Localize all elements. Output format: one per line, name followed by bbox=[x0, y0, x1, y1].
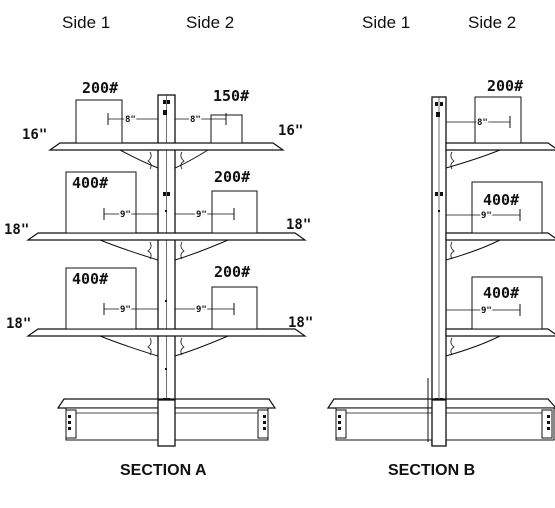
section-a-left-load-2: 400# bbox=[72, 174, 108, 192]
section-b-load-box-2 bbox=[471, 181, 543, 234]
section-b-load-box-1 bbox=[474, 96, 522, 144]
section-a-shelf-3 bbox=[26, 328, 307, 337]
section-a-shelf-2 bbox=[26, 232, 307, 241]
section-a-right-load-3: 200# bbox=[214, 263, 250, 281]
section-a-left-distance-1: 8" bbox=[125, 115, 136, 125]
section-a-left-depth-3: 18" bbox=[6, 316, 31, 332]
section-b-distance-2: 9" bbox=[481, 211, 492, 221]
section-a-side1-label: Side 1 bbox=[62, 13, 110, 32]
section-a-left-distance-3: 9" bbox=[120, 305, 131, 315]
section-b-side1-label: Side 1 bbox=[362, 13, 410, 32]
section-b-unit: 200# 400# 400# 8" 9" 9" bbox=[326, 77, 555, 447]
section-b-shelf-3 bbox=[445, 328, 555, 337]
section-b-distance-3: 9" bbox=[481, 306, 492, 316]
section-a-left-load-box-2 bbox=[65, 171, 137, 234]
section-b-load-1: 200# bbox=[487, 77, 523, 95]
section-a-shelf-1 bbox=[48, 142, 285, 151]
section-a-right-load-2: 200# bbox=[214, 168, 250, 186]
section-b-title: SECTION B bbox=[388, 462, 475, 479]
section-a-left-load-box-3 bbox=[65, 267, 137, 330]
section-b-load-2: 400# bbox=[483, 191, 519, 209]
section-b-load-box-3 bbox=[471, 276, 543, 330]
section-a-left-load-3: 400# bbox=[72, 270, 108, 288]
section-a-right-load-1: 150# bbox=[213, 87, 249, 105]
section-a-right-depth-1: 16" bbox=[278, 123, 303, 139]
section-a-left-load-box-1 bbox=[75, 99, 123, 144]
section-b-side2-label: Side 2 bbox=[468, 13, 516, 32]
section-a-right-depth-2: 18" bbox=[286, 217, 311, 233]
section-a-unit: 200# 150# 400# 200# 400# 200# 16" 16" 18… bbox=[4, 79, 313, 447]
section-b-shelf-2 bbox=[445, 232, 555, 241]
section-a-left-depth-1: 16" bbox=[22, 127, 47, 143]
section-a-side2-label: Side 2 bbox=[186, 13, 234, 32]
section-a-right-distance-2: 9" bbox=[196, 210, 207, 220]
section-a-right-distance-1: 8" bbox=[190, 115, 201, 125]
section-a-left-depth-2: 18" bbox=[4, 222, 29, 238]
section-a-title: SECTION A bbox=[120, 462, 207, 479]
section-a-left-distance-2: 9" bbox=[120, 210, 131, 220]
section-b-distance-1: 8" bbox=[477, 118, 488, 128]
section-b-shelf-1 bbox=[445, 142, 555, 151]
section-b-load-3: 400# bbox=[483, 284, 519, 302]
section-a-right-depth-3: 18" bbox=[288, 315, 313, 331]
section-a-right-distance-3: 9" bbox=[196, 305, 207, 315]
section-a-left-load-1: 200# bbox=[82, 79, 118, 97]
